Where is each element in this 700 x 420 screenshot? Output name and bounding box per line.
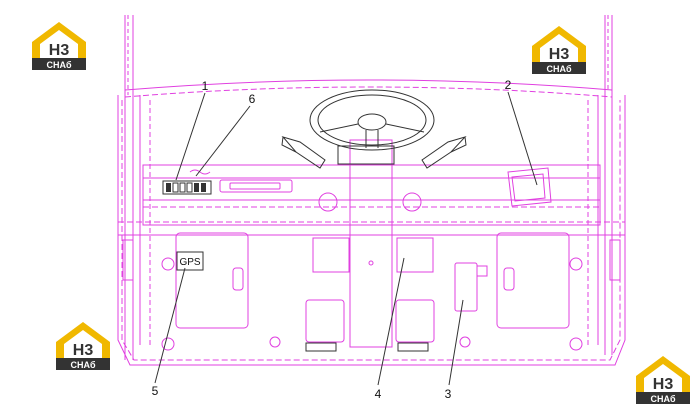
callout-4: 4 xyxy=(375,387,382,401)
logo-mark: H3 xyxy=(653,376,674,393)
logo-mark: H3 xyxy=(73,342,94,359)
brand-logo-bottom-left: H3 CHAб xyxy=(52,318,114,372)
brand-logo-top-left: H3 CHAб xyxy=(28,18,90,72)
callout-5: 5 xyxy=(152,384,159,398)
callout-1: 1 xyxy=(202,79,209,93)
logo-caption: CHAб xyxy=(650,394,675,404)
logo-caption: CHAб xyxy=(46,60,71,70)
brand-logo-bottom-right: H3 CHAб xyxy=(632,352,694,406)
gps-module: GPS xyxy=(176,251,204,271)
switch-panel xyxy=(162,169,212,195)
leader-lines xyxy=(154,91,538,386)
pedals xyxy=(305,342,429,352)
logo-mark: H3 xyxy=(49,42,70,59)
callout-3: 3 xyxy=(445,387,452,401)
callout-6: 6 xyxy=(249,92,256,106)
steering-wheel xyxy=(281,89,467,169)
callout-2: 2 xyxy=(505,78,512,92)
gps-label: GPS xyxy=(179,257,200,268)
logo-caption: CHAб xyxy=(70,360,95,370)
cab-frame xyxy=(117,15,626,366)
callouts: 1 2 3 4 5 6 xyxy=(152,78,512,401)
brand-logo-top-right: H3 CHAб xyxy=(528,22,590,76)
logo-mark: H3 xyxy=(549,46,570,63)
logo-caption: CHAб xyxy=(546,64,571,74)
